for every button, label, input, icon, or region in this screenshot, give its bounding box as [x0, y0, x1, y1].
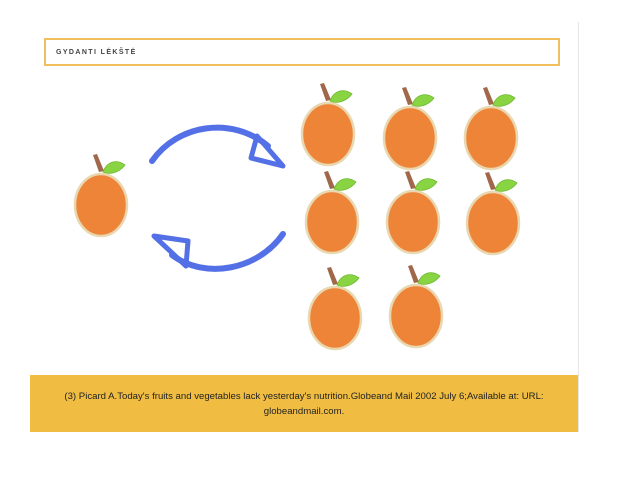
- orange-icon: [73, 152, 129, 238]
- citation-text: (3) Picard A.Today's fruits and vegetabl…: [64, 390, 544, 417]
- orange-icon: [465, 170, 521, 256]
- orange-icon: [304, 169, 360, 255]
- orange-icon: [382, 85, 438, 171]
- orange-icon: [388, 263, 444, 349]
- orange-icon: [307, 265, 363, 351]
- citation-footer: (3) Picard A.Today's fruits and vegetabl…: [30, 375, 578, 432]
- slide-title: GYDANTI LĖKŠTĖ: [56, 48, 137, 56]
- orange-icon: [300, 81, 356, 167]
- title-box: GYDANTI LĖKŠTĖ: [44, 38, 560, 66]
- orange-icon: [385, 169, 441, 255]
- cycle-arrows-icon: [149, 124, 286, 272]
- orange-icon: [463, 85, 519, 171]
